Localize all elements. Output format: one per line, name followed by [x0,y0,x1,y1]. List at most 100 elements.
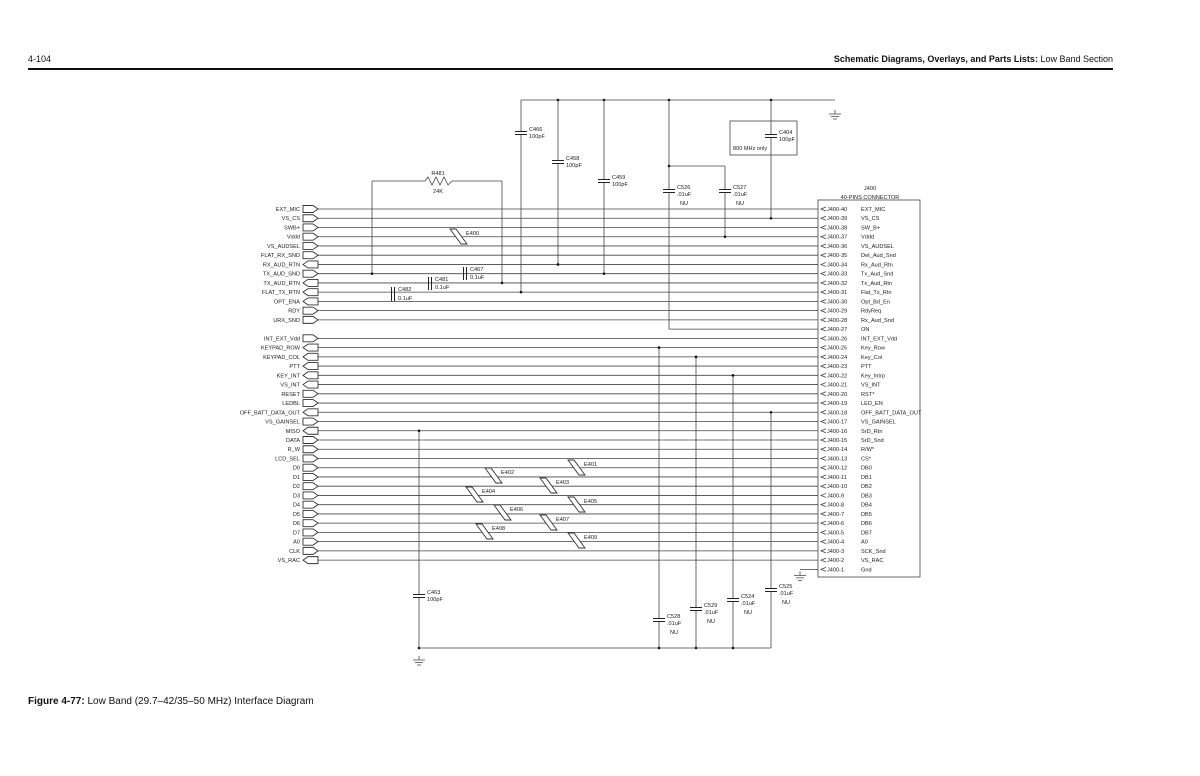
input-port-arrow-icon [302,371,319,380]
component-ref: C529 [704,603,717,609]
pin-number: J400-11 [827,475,847,481]
jumper-icon [465,486,484,503]
component-ref: C482 [398,287,411,293]
component-note: NU [782,600,790,606]
pin-name: DB4 [861,503,872,509]
component-ref: C525 [779,584,792,590]
pin-name: Key_Intrp [861,373,885,379]
capacitor-icon [413,594,425,598]
pin-name: Rx_Aud_Snd [861,318,894,324]
capacitor-icon [653,618,665,622]
output-port-arrow-icon [302,491,319,500]
pin-name: VS_CS [861,216,880,222]
pin-arrow-icon [819,225,827,230]
page-title-bold: Schematic Diagrams, Overlays, and Parts … [833,54,1038,64]
pin-arrow-icon [819,326,827,332]
pin-arrow-icon [819,354,827,360]
capacitor-icon [598,179,610,183]
signal-label: KEY_INT [277,373,301,379]
pin-arrow-icon [819,252,827,258]
output-port-arrow-icon [302,205,319,213]
pin-number: J400-26 [827,336,847,342]
junction-dot [657,646,661,650]
signal-label: TX_AUD_RTN [263,281,300,287]
output-port-arrow-icon [302,214,319,223]
cap-gap [770,589,772,591]
pin-name: VS_GAINSEL [861,420,896,426]
pin-arrow-icon [819,511,827,517]
jumper-label: E406 [510,507,523,513]
pin-name: SW_B+ [861,225,880,231]
pin-arrow-icon [819,419,827,424]
pin-name: A0 [861,540,868,546]
component-note: NU [744,610,752,616]
pin-number: J400-20 [827,392,847,398]
pin-arrow-icon [819,289,827,295]
input-port-arrow-icon [302,352,319,361]
junction-dot [731,646,735,650]
component-value: 100pF [529,134,545,140]
junction-dot [657,346,661,349]
signal-label: FLAT_RX_SND [261,253,300,259]
input-port-arrow-icon [302,343,319,352]
output-port-arrow-icon [302,519,319,528]
signal-label: INT_EXT_Vdd [264,336,300,342]
component-value: .01uF [741,601,756,607]
pin-number: J400-37 [827,235,847,241]
pin-name: Rx_Aud_Rtn [861,262,893,268]
component-value: 100pF [612,182,628,188]
output-port-arrow-icon [302,232,319,241]
pin-arrow-icon [819,474,827,480]
pin-number: J400-6 [827,521,844,527]
pin-name: Key_Row [861,346,886,352]
signal-label: D2 [293,484,300,490]
component-value: 0.1uF [435,285,450,291]
cap-gap [603,180,605,182]
signal-label: TX_AUD_SND [263,272,300,278]
output-port-arrow-icon [302,482,319,491]
signal-label: D4 [293,503,300,509]
jumper-label: E408 [492,526,505,532]
component-ref: C463 [427,590,440,596]
pin-number: J400-16 [827,429,847,435]
pin-number: J400-4 [827,540,844,546]
pin-arrow-icon [819,206,827,212]
component-note: NU [736,201,744,207]
pin-name: INT_EXT_Vdd [861,336,897,342]
output-port-arrow-icon [302,509,319,518]
input-port-arrow-icon [302,426,319,435]
signal-label: VS_RAC [278,558,300,564]
pin-name: Flat_Tx_Rtn [861,290,891,296]
component-value: 100pF [779,137,795,143]
cap-gap [658,619,660,621]
pin-arrow-icon [819,520,827,526]
pin-arrow-icon [819,280,827,286]
jumper-label: E403 [556,480,569,486]
figure-title: Low Band (29.7–42/35–50 MHz) Interface D… [84,696,314,707]
input-port-arrow-icon [302,297,319,306]
pin-number: J400-19 [827,401,847,407]
pin-number: J400-25 [827,346,847,352]
output-port-arrow-icon [302,417,319,426]
component-value: .01uF [677,192,692,198]
pin-arrow-icon [819,234,827,240]
signal-label: LEDBL [282,401,300,407]
component-ref: C481 [435,277,448,283]
jumper-icon [567,532,586,549]
signal-label: D6 [293,521,300,527]
pin-name: R/W* [861,447,875,453]
pin-name: OFF_BATT_DATA_OUT [861,410,922,416]
pin-name: EXT_MIC [861,207,885,213]
junction-dot [519,290,523,294]
signal-label: VS_INT [280,383,300,389]
signal-label: VS_AUDSEL [267,244,300,250]
pin-number: J400-24 [827,355,847,361]
signal-label: D5 [293,512,300,518]
pin-name: ON [861,327,869,333]
pin-name: Key_Col [861,355,882,361]
jumper-icon [567,496,586,513]
signal-label: VS_GAINSEL [265,420,300,426]
component-ref: C527 [733,185,746,191]
pin-number: J400-17 [827,420,847,426]
figure-label: Figure 4-77: [28,696,85,707]
